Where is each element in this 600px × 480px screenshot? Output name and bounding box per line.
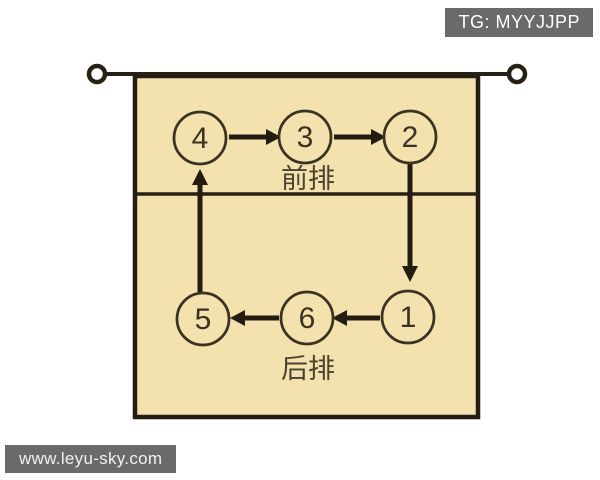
position-number-1: 1 bbox=[400, 301, 417, 334]
back-row: 5 6 1 后排 bbox=[175, 289, 436, 384]
position-circle-6 bbox=[279, 290, 335, 346]
position-circle-4 bbox=[172, 110, 228, 166]
arrow-2-to-1 bbox=[402, 164, 418, 282]
telegram-tag-badge: TG: MYYJJPP bbox=[445, 8, 593, 37]
position-number-2: 2 bbox=[402, 121, 419, 154]
position-circle-5 bbox=[175, 291, 231, 347]
position-circle-3 bbox=[277, 109, 333, 165]
arrow-1-to-6 bbox=[332, 310, 380, 326]
net-post-ring-left-icon bbox=[86, 63, 108, 85]
position-circle-2 bbox=[382, 109, 438, 165]
arrow-4-to-3 bbox=[229, 129, 281, 145]
arrow-3-to-2 bbox=[334, 129, 386, 145]
arrow-6-to-5 bbox=[230, 310, 279, 326]
rotation-arrows bbox=[192, 129, 418, 326]
position-number-4: 4 bbox=[192, 122, 209, 155]
back-row-label: 后排 bbox=[281, 354, 335, 384]
position-number-5: 5 bbox=[195, 303, 212, 336]
website-watermark: www.leyu-sky.com bbox=[5, 445, 177, 473]
front-row-label: 前排 bbox=[281, 164, 335, 194]
position-number-6: 6 bbox=[299, 302, 316, 335]
position-number-3: 3 bbox=[297, 121, 314, 154]
front-row: 4 3 2 前排 bbox=[172, 109, 438, 194]
net-post-ring-right-icon bbox=[506, 63, 528, 85]
position-circle-1 bbox=[380, 289, 436, 345]
arrow-5-to-4 bbox=[192, 169, 208, 292]
